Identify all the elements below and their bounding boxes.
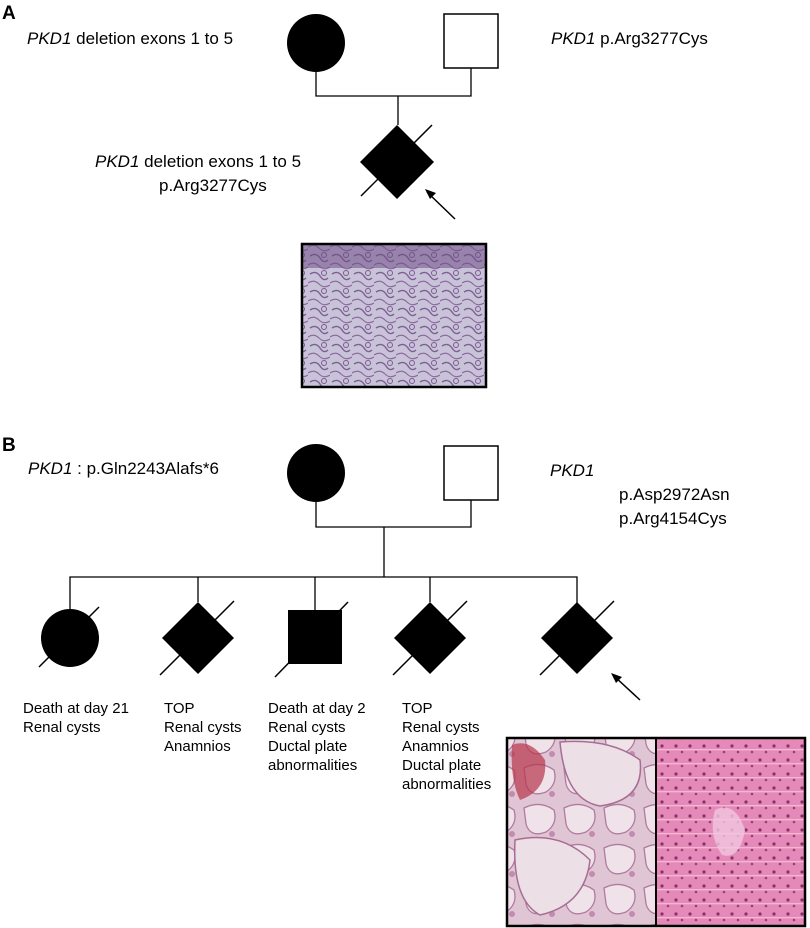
sibling-3-phenotype: Death at day 2 Renal cysts Ductal plate … — [268, 700, 366, 774]
svg-text:Anamnios: Anamnios — [164, 738, 231, 755]
proband-arrowhead — [611, 673, 622, 683]
father-genotype-label-1: PKD1 — [550, 461, 594, 480]
sibling-1-phenotype: Death at day 21 Renal cysts — [23, 700, 129, 736]
sibling-5-proband-fetus — [539, 600, 615, 676]
proband-genotype-label-2: p.Arg3277Cys — [159, 176, 267, 195]
svg-text:TOP: TOP — [402, 700, 433, 717]
svg-text:Ductal plate: Ductal plate — [402, 757, 481, 774]
proband-arrowhead — [425, 189, 436, 199]
proband-genotype-label-1: PKD1 deletion exons 1 to 5 — [95, 152, 301, 171]
svg-text:abnormalities: abnormalities — [268, 757, 357, 774]
svg-text:Renal cysts: Renal cysts — [268, 719, 346, 736]
sibling-drop-lines — [197, 577, 431, 610]
mother-affected-symbol — [287, 444, 345, 502]
svg-text:Death at day 2: Death at day 2 — [268, 700, 366, 717]
svg-text:Anamnios: Anamnios — [402, 738, 469, 755]
kidney-cysts-histology-image — [507, 738, 655, 926]
mother-affected-symbol — [287, 14, 345, 72]
father-unaffected-symbol — [443, 13, 499, 69]
father-genotype-label: PKD1 p.Arg3277Cys — [551, 29, 708, 48]
svg-text:abnormalities: abnormalities — [402, 776, 491, 793]
panel-b-label: B — [2, 435, 16, 456]
mating-line — [315, 500, 472, 528]
sibling-3-deceased-male — [274, 601, 349, 678]
mother-genotype-label: PKD1 deletion exons 1 to 5 — [27, 29, 233, 48]
sibling-4-phenotype: TOP Renal cysts Anamnios Ductal plate ab… — [402, 700, 491, 793]
sibship-line — [69, 576, 578, 610]
svg-text:Ductal plate: Ductal plate — [268, 738, 347, 755]
svg-text:TOP: TOP — [164, 700, 195, 717]
proband-fetus-symbol — [360, 125, 434, 199]
sibling-4-top-fetus — [392, 600, 468, 676]
panel-a-label: A — [2, 3, 16, 24]
kidney-histology-image — [300, 242, 488, 389]
father-unaffected-symbol — [443, 445, 499, 501]
father-genotype-label-3: p.Arg4154Cys — [619, 509, 727, 528]
sibling-2-top-fetus — [159, 600, 235, 676]
sibling-2-phenotype: TOP Renal cysts Anamnios — [164, 700, 242, 755]
father-genotype-label-2: p.Asp2972Asn — [619, 485, 730, 504]
svg-text:Renal cysts: Renal cysts — [23, 719, 101, 736]
mother-genotype-label: PKD1 : p.Gln2243Alafs*6 — [28, 459, 219, 478]
svg-text:Death at day 21: Death at day 21 — [23, 700, 129, 717]
sibling-1-deceased-female — [38, 606, 100, 668]
svg-text:Renal cysts: Renal cysts — [164, 719, 242, 736]
svg-text:Renal cysts: Renal cysts — [402, 719, 480, 736]
mating-line — [315, 68, 472, 97]
liver-histology-image — [657, 738, 805, 926]
deceased-slash — [360, 124, 433, 197]
